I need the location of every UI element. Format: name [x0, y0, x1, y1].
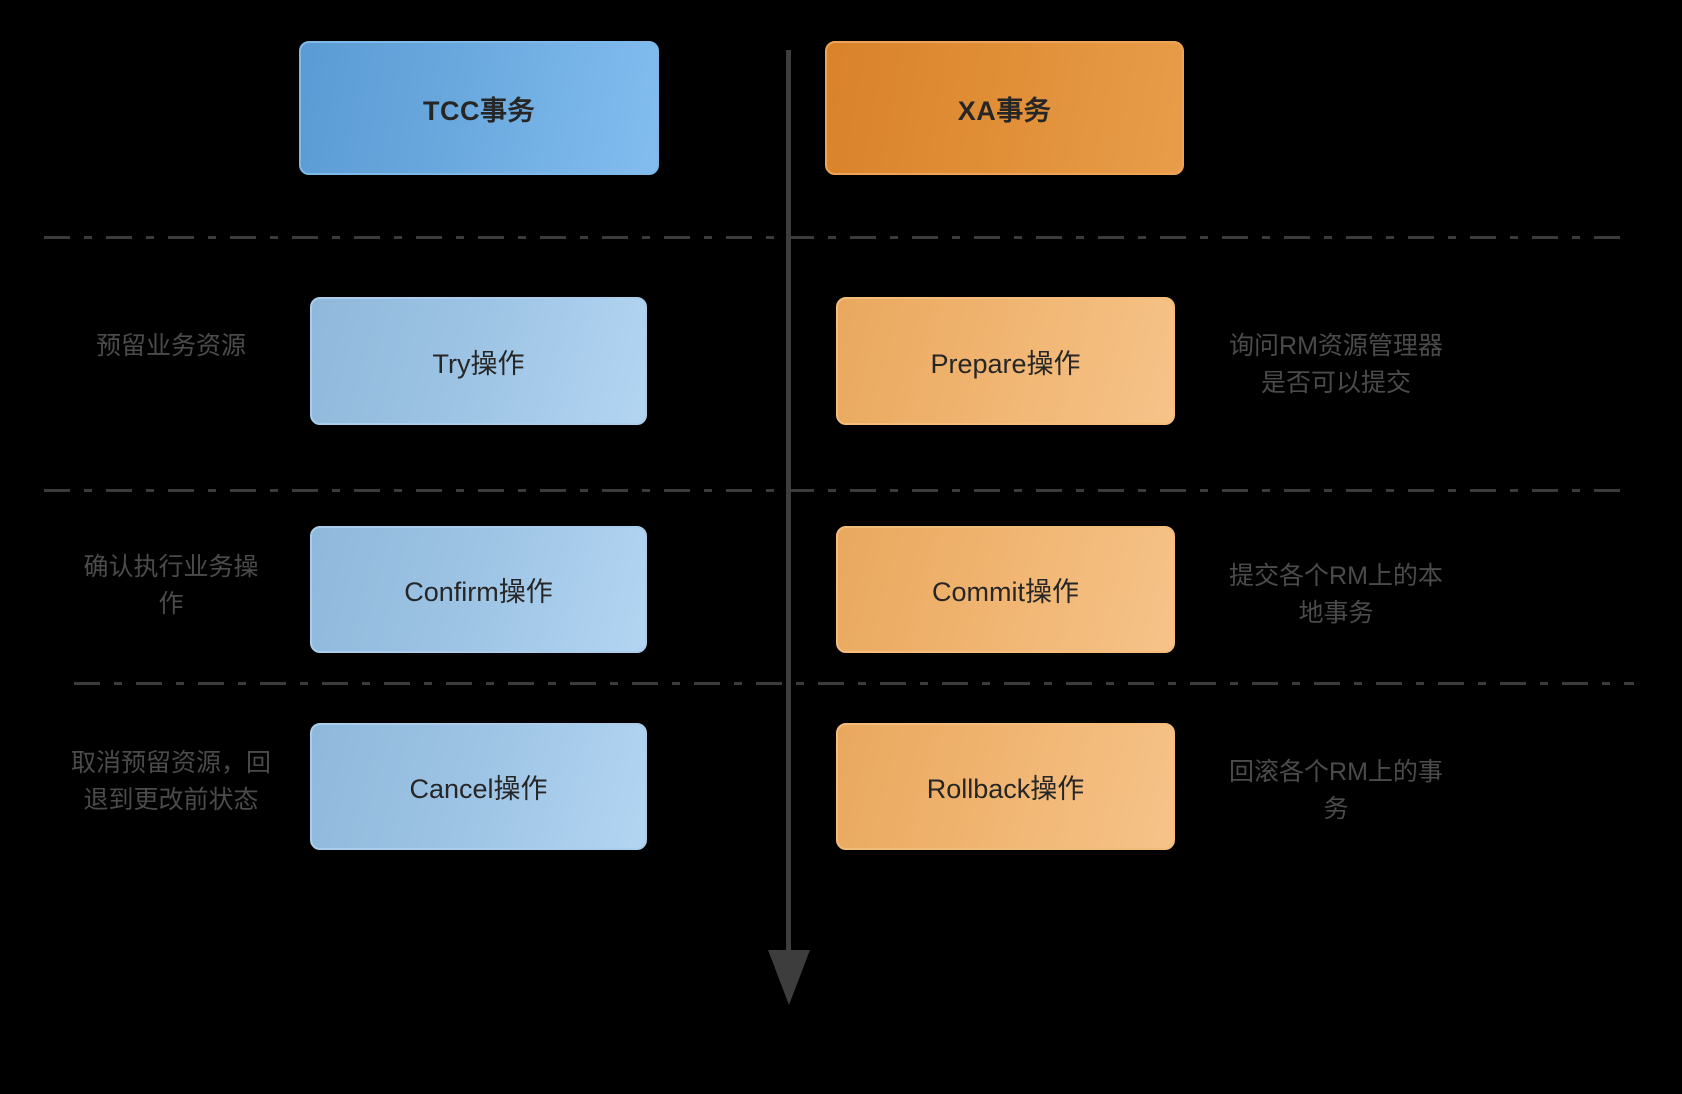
phase-separator-1	[44, 236, 1634, 239]
xa-commit-label: Commit操作	[932, 577, 1079, 607]
phase-separator-3	[74, 682, 1634, 685]
tcc-confirm-box[interactable]: Confirm操作	[310, 526, 647, 653]
phase-separator-2	[44, 489, 1634, 492]
xa-prepare-label: Prepare操作	[930, 348, 1081, 379]
xa-commit-note: 提交各个RM上的本 地事务	[1229, 562, 1443, 627]
tcc-header-box[interactable]: TCC事务	[299, 41, 659, 175]
xa-header-box[interactable]: XA事务	[825, 41, 1184, 175]
tcc-try-box[interactable]: Try操作	[310, 297, 647, 425]
xa-prepare-note: 询问RM资源管理器 是否可以提交	[1229, 332, 1443, 397]
xa-header-label: XA事务	[957, 95, 1052, 126]
xa-rollback-box[interactable]: Rollback操作	[836, 723, 1175, 850]
xa-rollback-label: Rollback操作	[926, 774, 1085, 804]
tcc-header-label: TCC事务	[423, 95, 535, 126]
tcc-try-label: Try操作	[432, 348, 525, 379]
tcc-cancel-box[interactable]: Cancel操作	[310, 723, 647, 850]
xa-rollback-note: 回滚各个RM上的事 务	[1229, 758, 1443, 823]
xa-prepare-box[interactable]: Prepare操作	[836, 297, 1175, 425]
tcc-confirm-note: 确认执行业务操 作	[83, 553, 259, 618]
xa-commit-box[interactable]: Commit操作	[836, 526, 1175, 653]
tcc-cancel-note: 取消预留资源，回 退到更改前状态	[70, 749, 271, 814]
tcc-try-note: 预留业务资源	[95, 332, 246, 360]
tcc-confirm-label: Confirm操作	[404, 577, 553, 607]
flow-axis-line	[786, 50, 791, 955]
flow-arrow-icon	[768, 950, 810, 1005]
tcc-cancel-label: Cancel操作	[409, 774, 548, 804]
